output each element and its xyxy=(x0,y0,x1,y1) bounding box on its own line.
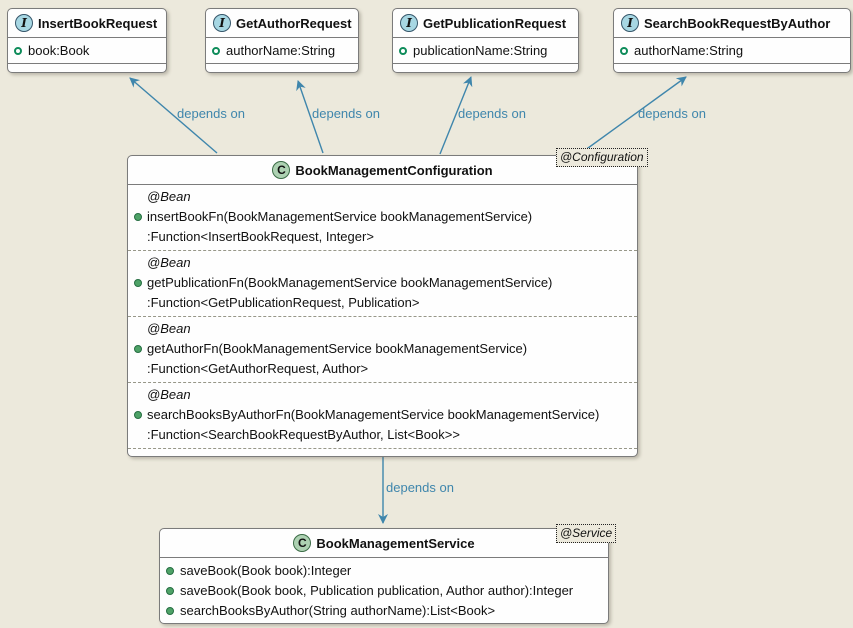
field-bullet-icon xyxy=(620,47,628,55)
method-signature: saveBook(Book book, Publication publicat… xyxy=(180,583,574,598)
bean-section-search-books-by-author: @Bean searchBooksByAuthorFn(BookManageme… xyxy=(128,382,637,448)
bean-annotation: @Bean xyxy=(147,189,191,204)
interface-icon: I xyxy=(621,14,639,32)
field-bullet-icon xyxy=(399,47,407,55)
method-signature: insertBookFn(BookManagementService bookM… xyxy=(147,209,533,224)
method-return-type: :Function<InsertBookRequest, Integer> xyxy=(147,229,374,244)
empty-compartment-strip xyxy=(128,448,637,456)
dependency-label: depends on xyxy=(312,106,380,121)
field-bullet-icon xyxy=(212,47,220,55)
class-name: BookManagementService xyxy=(316,535,475,551)
field-label: publicationName:String xyxy=(413,43,548,58)
interface-header: I InsertBookRequest xyxy=(8,9,166,38)
interface-name: SearchBookRequestByAuthor xyxy=(644,15,831,31)
interface-box-insert-book-request: I InsertBookRequest book:Book xyxy=(7,8,167,73)
interface-icon: I xyxy=(213,14,231,32)
dependency-arrow-get-publication-request xyxy=(439,76,473,155)
method-bullet-icon xyxy=(134,213,142,221)
interface-icon: I xyxy=(15,14,33,32)
method-bullet-icon xyxy=(134,279,142,287)
interface-header: I GetAuthorRequest xyxy=(206,9,358,38)
bean-section-get-author: @Bean getAuthorFn(BookManagementService … xyxy=(128,316,637,382)
method-signature: searchBooksByAuthor(String authorName):L… xyxy=(180,603,496,618)
interface-box-get-author-request: I GetAuthorRequest authorName:String xyxy=(205,8,359,73)
dependency-label: depends on xyxy=(386,480,454,495)
class-header: C BookManagementConfiguration xyxy=(128,156,637,185)
method-return-type: :Function<SearchBookRequestByAuthor, Lis… xyxy=(147,427,460,442)
dependency-label: depends on xyxy=(638,106,706,121)
bean-annotation: @Bean xyxy=(147,321,191,336)
method-bullet-icon xyxy=(134,411,142,419)
interface-header: I SearchBookRequestByAuthor xyxy=(614,9,850,38)
interface-name: GetAuthorRequest xyxy=(236,15,352,31)
interface-icon: I xyxy=(400,14,418,32)
bean-section-get-publication: @Bean getPublicationFn(BookManagementSer… xyxy=(128,250,637,316)
interface-header: I GetPublicationRequest xyxy=(393,9,578,38)
interface-attributes: publicationName:String xyxy=(393,38,578,63)
method-bullet-icon xyxy=(166,567,174,575)
interface-name: GetPublicationRequest xyxy=(423,15,567,31)
class-box-book-management-configuration: C BookManagementConfiguration @Bean inse… xyxy=(127,155,638,457)
class-box-book-management-service: C BookManagementService saveBook(Book bo… xyxy=(159,528,609,624)
empty-methods-compartment xyxy=(8,63,166,72)
bean-section-insert-book: @Bean insertBookFn(BookManagementService… xyxy=(128,185,637,250)
dependency-arrow-get-author-request xyxy=(296,80,324,154)
class-icon: C xyxy=(293,534,312,552)
dependency-arrow-insert-book-request xyxy=(129,77,218,154)
class-icon: C xyxy=(272,161,291,179)
dependency-label: depends on xyxy=(177,106,245,121)
method-bullet-icon xyxy=(166,607,174,615)
method-bullet-icon xyxy=(134,345,142,353)
dependency-label: depends on xyxy=(458,106,526,121)
bean-annotation: @Bean xyxy=(147,387,191,402)
bean-annotation: @Bean xyxy=(147,255,191,270)
field-label: authorName:String xyxy=(226,43,336,58)
interface-name: InsertBookRequest xyxy=(38,15,158,31)
dependency-arrow-search-book-request xyxy=(576,76,687,157)
interface-attributes: authorName:String xyxy=(206,38,358,63)
class-header: C BookManagementService xyxy=(160,529,608,558)
class-name: BookManagementConfiguration xyxy=(295,162,493,178)
stereotype-badge-service: @Service xyxy=(556,524,617,543)
method-signature: saveBook(Book book):Integer xyxy=(180,563,352,578)
service-methods: saveBook(Book book):Integer saveBook(Boo… xyxy=(160,558,608,623)
interface-attributes: authorName:String xyxy=(614,38,850,63)
method-bullet-icon xyxy=(166,587,174,595)
field-label: authorName:String xyxy=(634,43,744,58)
method-signature: searchBooksByAuthorFn(BookManagementServ… xyxy=(147,407,600,422)
interface-box-search-book-request-by-author: I SearchBookRequestByAuthor authorName:S… xyxy=(613,8,851,73)
empty-methods-compartment xyxy=(206,63,358,72)
interface-box-get-publication-request: I GetPublicationRequest publicationName:… xyxy=(392,8,579,73)
field-label: book:Book xyxy=(28,43,90,58)
stereotype-badge-configuration: @Configuration xyxy=(556,148,648,167)
method-return-type: :Function<GetAuthorRequest, Author> xyxy=(147,361,369,376)
method-signature: getAuthorFn(BookManagementService bookMa… xyxy=(147,341,528,356)
method-return-type: :Function<GetPublicationRequest, Publica… xyxy=(147,295,420,310)
empty-methods-compartment xyxy=(614,63,850,72)
empty-methods-compartment xyxy=(393,63,578,72)
method-signature: getPublicationFn(BookManagementService b… xyxy=(147,275,553,290)
field-bullet-icon xyxy=(14,47,22,55)
interface-attributes: book:Book xyxy=(8,38,166,63)
